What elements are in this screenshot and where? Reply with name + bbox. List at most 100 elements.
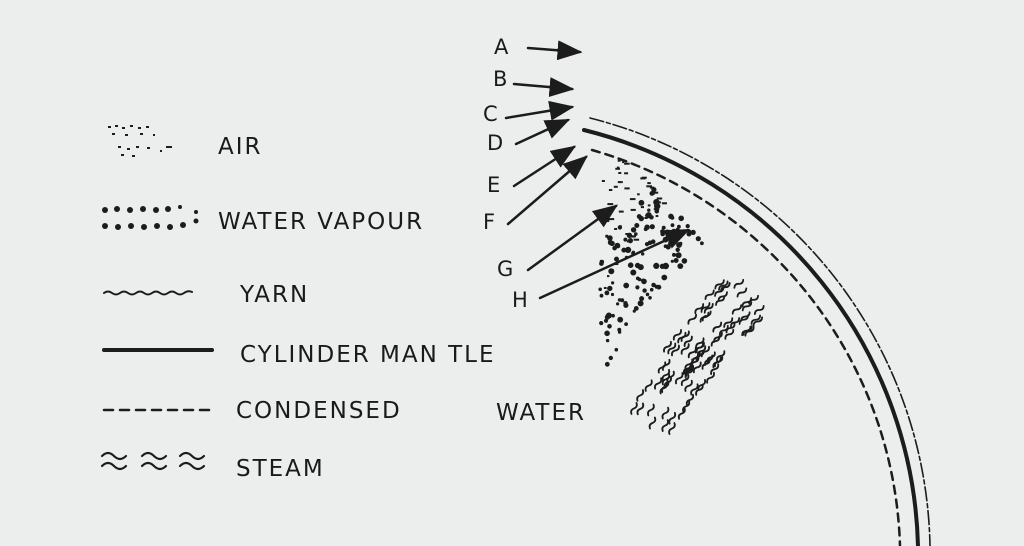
vapour-dot [607,285,613,292]
steam-mark [644,379,653,392]
vapour-dot [610,292,615,297]
arrow-d [514,118,571,146]
vapour-dot [633,306,639,311]
steam-mark [654,377,663,390]
vapour-dot [609,240,615,247]
vapour-dot [662,236,669,243]
vapour-dot [644,224,650,230]
air-speck [603,287,607,289]
steam-mark [700,302,711,313]
vapour-dot [607,235,613,241]
arrow-g [526,204,619,272]
steam-mark [697,345,707,357]
air-speck [657,201,661,204]
vapour-dot [599,293,604,298]
vapour-dot [611,281,615,285]
air-layer [601,159,667,289]
vapour-dot [681,258,688,264]
layer-label-f: F [483,210,495,234]
air-speck [601,180,605,182]
air-speck [653,208,660,211]
air-speck [616,245,619,248]
vapour-dot [604,290,610,296]
vapour-dot [649,224,655,230]
steam-mark [677,407,686,420]
air-speck [608,218,615,221]
legend-air-symbol [108,125,172,157]
steam-mark [648,416,657,430]
vapour-dot [642,288,647,293]
vapour-dot [665,244,671,250]
steam-mark [701,358,711,370]
legend-steam-symbol [100,451,206,471]
steam-mark [695,341,705,354]
vapour-dot [645,292,650,297]
layer-label-g: G [497,257,513,281]
vapour-dot [685,224,690,229]
steam-mark [731,304,743,315]
steam-mark [684,366,694,379]
vapour-dot [665,229,670,234]
steam-mark [718,280,729,291]
legend-water-vapour-symbol [102,205,199,230]
air-speck [647,204,651,207]
steam-mark [661,368,671,382]
steam-mark [750,314,761,325]
air-speck [656,197,663,200]
vapour-dot [656,284,662,290]
steam-mark [720,281,731,293]
air-speck [606,220,610,222]
steam-mark [661,358,671,371]
steam-mark [685,393,695,407]
vapour-dot [605,338,610,343]
steam-mark [752,316,763,327]
arrow-e [512,145,577,188]
steam-mark [704,289,715,301]
steam-mark [674,372,684,385]
steam-mark [668,411,677,425]
legend-condensed-water-label-2: WATER [496,400,586,426]
legend-cylinder-mantle-label: CYLINDER MAN TLE [240,342,496,368]
air-speck [607,203,614,206]
steam-mark [710,335,721,347]
legend-condensed-water-label: CONDENSED [236,398,402,424]
vapour-dot [676,228,681,234]
air-speck [624,187,630,190]
vapour-dot [599,261,604,266]
air-speck [618,210,624,213]
vapour-dot [662,262,669,270]
arrow-b [512,77,575,98]
steam-mark [719,324,729,336]
vapour-dot [690,229,696,235]
air-speck [655,215,659,217]
vapour-dot [628,263,632,268]
steam-mark [694,303,705,315]
air-speck [629,198,636,201]
air-speck [622,161,625,164]
vapour-dot [608,355,613,361]
steam-mark [740,311,751,322]
steam-mark [671,344,680,357]
steam-mark [704,354,714,366]
vapour-dot [638,199,645,206]
steam-mark [672,329,682,341]
vapour-dot [637,300,644,307]
steam-mark [695,337,705,349]
steam-mark [657,361,667,374]
air-speck [625,233,629,235]
arrow-c [504,100,575,121]
air-speck [637,193,640,196]
steam-mark [668,422,676,435]
steam-mark [690,383,699,396]
air-speck [644,217,648,219]
steam-mark [687,313,697,325]
steam-mark [706,371,715,384]
steam-mark [738,314,749,325]
steam-mark [700,345,710,358]
water-vapour-layer [598,187,704,367]
air-speck [617,159,621,162]
vapour-dot [634,232,638,236]
vapour-dot [678,215,684,222]
yarn-arc [589,117,931,546]
vapour-dot [650,239,656,244]
